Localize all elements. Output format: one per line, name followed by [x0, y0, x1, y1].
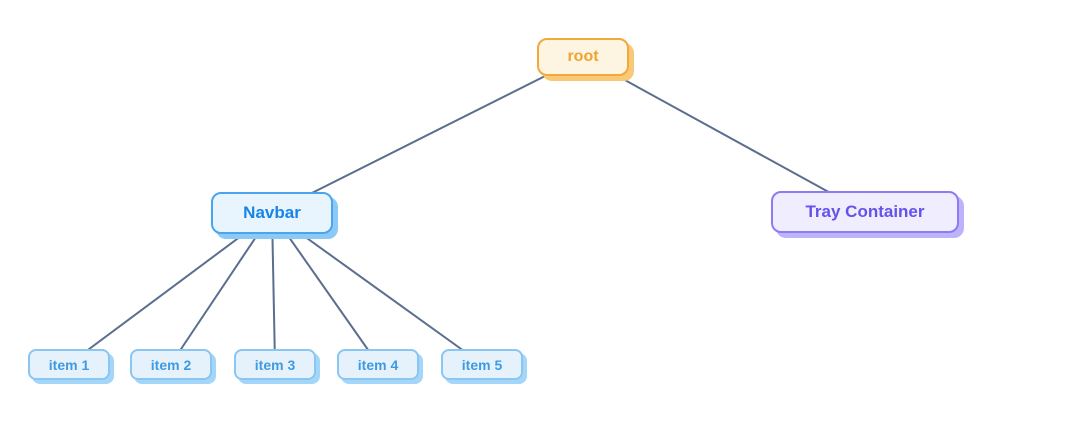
edge-navbar-item5 [271, 212, 483, 365]
node-navbar-label: Navbar [243, 203, 301, 222]
edge-navbar-item1 [68, 212, 273, 365]
node-root[interactable]: root [537, 38, 629, 76]
edge-navbar-item3 [271, 212, 276, 365]
edge-navbar-item2 [170, 212, 273, 365]
node-item-5[interactable]: item 5 [441, 349, 523, 380]
node-root-label: root [567, 48, 599, 65]
node-item-4-label: item 4 [357, 356, 399, 373]
edge-root-tray [582, 56, 866, 213]
node-item-5-label: item 5 [461, 356, 503, 373]
edge-navbar-item4 [271, 212, 379, 365]
edge-root-navbar [271, 56, 584, 214]
node-item-3[interactable]: item 3 [234, 349, 316, 380]
node-item-3-label: item 3 [254, 356, 296, 373]
node-item-4[interactable]: item 4 [337, 349, 419, 380]
node-item-1-label: item 1 [48, 356, 90, 373]
node-tray-container[interactable]: Tray Container [771, 191, 959, 233]
node-item-2[interactable]: item 2 [130, 349, 212, 380]
node-tray-container-label: Tray Container [805, 202, 925, 221]
node-navbar[interactable]: Navbar [211, 192, 333, 234]
node-item-1[interactable]: item 1 [28, 349, 110, 380]
node-item-2-label: item 2 [150, 356, 192, 373]
